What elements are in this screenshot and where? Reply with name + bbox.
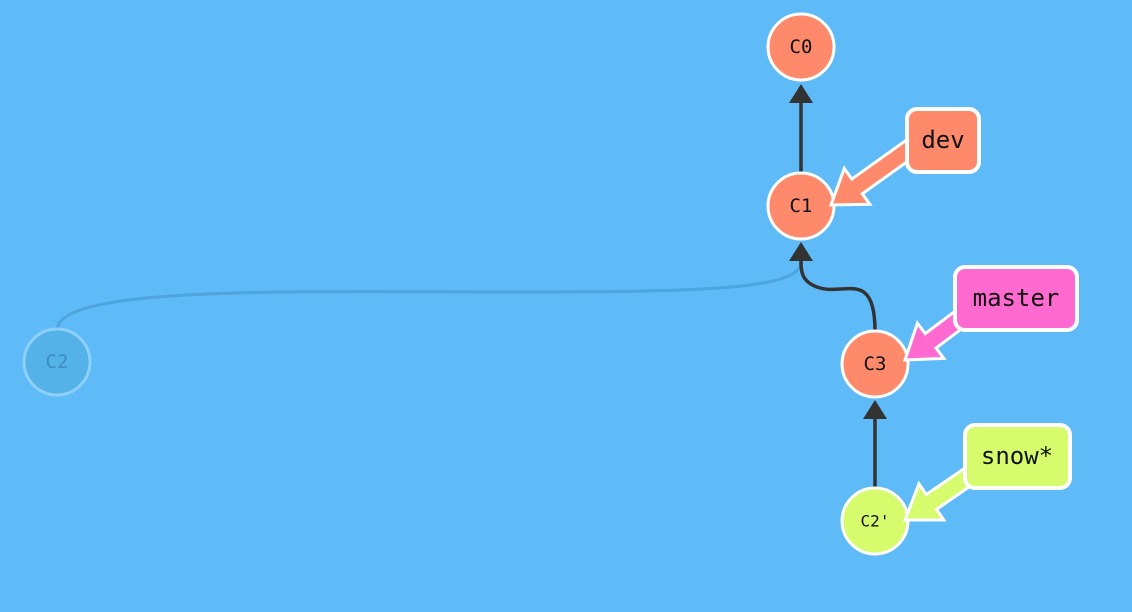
- commit-label: C0: [790, 36, 813, 58]
- commit-c1[interactable]: C1: [766, 171, 836, 241]
- ghost-edge-c2-to-c1: [55, 261, 803, 331]
- branch-dev[interactable]: dev: [905, 107, 981, 174]
- branch-master[interactable]: master: [953, 265, 1079, 332]
- commit-label: C2': [861, 512, 890, 531]
- arrowhead-c3: [863, 400, 887, 419]
- commit-label: C2: [46, 351, 69, 373]
- arrowhead-c1: [789, 242, 813, 261]
- commit-label: C3: [864, 353, 887, 375]
- commit-c2-prime[interactable]: C2': [840, 486, 910, 556]
- arrowhead-c0: [789, 84, 813, 103]
- branch-label: dev: [921, 126, 964, 154]
- edge-c3-to-c1: [799, 257, 877, 332]
- branch-label: master: [973, 284, 1060, 312]
- commit-c3[interactable]: C3: [840, 329, 910, 399]
- branch-snow[interactable]: snow*: [963, 423, 1072, 490]
- commit-label: C1: [790, 195, 813, 217]
- commit-c0[interactable]: C0: [766, 12, 836, 82]
- commit-c2-ghost[interactable]: C2: [22, 327, 92, 397]
- branch-label: snow*: [981, 442, 1053, 470]
